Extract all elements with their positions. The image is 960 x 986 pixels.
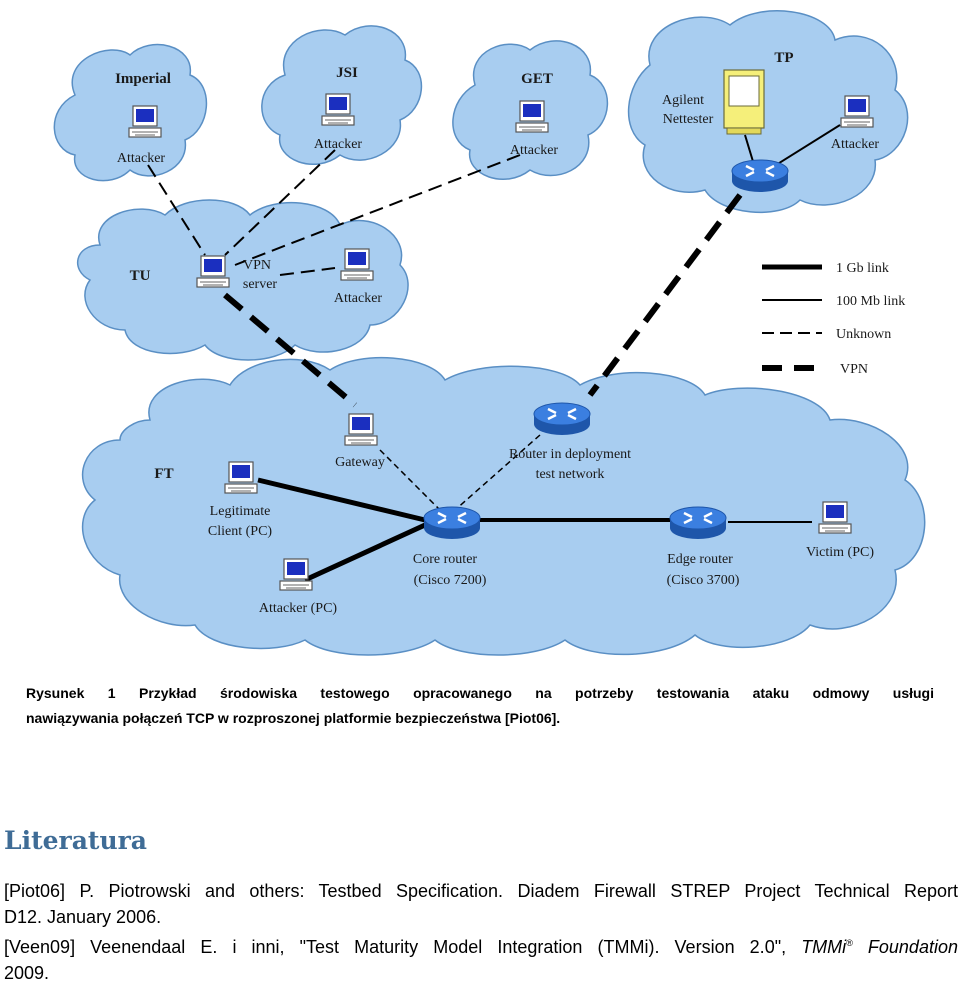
ft-attacker-pc-icon	[279, 558, 313, 591]
tp-router-icon	[730, 158, 790, 194]
jsi-attacker-label: Attacker	[314, 137, 363, 152]
cloud-label-ft: FT	[154, 466, 173, 482]
vpn-server-label-line1: VPN	[243, 258, 271, 273]
figure-caption-line2: nawiązywania połączeń TCP w rozproszonej…	[26, 710, 561, 726]
get-attacker-pc-icon	[515, 100, 549, 133]
deployment-router-label-line2: test network	[536, 467, 605, 482]
jsi-attacker-pc-icon	[321, 93, 355, 126]
reference-line: [Piot06] P. Piotrowski and others: Testb…	[4, 881, 958, 901]
agilent-nettester-icon	[723, 69, 765, 135]
agilent-label-line1: Agilent	[662, 93, 704, 108]
trademark-name: TMMi	[801, 937, 847, 957]
cloud-label-imperial: Imperial	[115, 71, 171, 87]
imperial-attacker-pc-icon	[128, 105, 162, 138]
legend-mb-link: 100 Mb link	[836, 294, 905, 309]
cloud-label-tp: TP	[774, 50, 793, 66]
reference-text: [Veen09] Veenendaal E. i inni, "Test Mat…	[4, 937, 787, 957]
legitimate-client-pc-icon	[224, 461, 258, 494]
agilent-label-line2: Nettester	[663, 112, 714, 127]
legend: 1 Gb link 100 Mb link Unknown VPN	[762, 261, 905, 377]
ft-attacker-label: Attacker (PC)	[259, 601, 337, 616]
victim-pc-icon	[818, 501, 852, 534]
section-heading: Literatura	[4, 826, 147, 855]
legitimate-client-label-line2: Client (PC)	[208, 524, 273, 539]
edge-router-icon	[668, 505, 728, 541]
cloud-imperial	[53, 43, 207, 182]
figure-caption-line1: Rysunek 1 Przykład środowiska testowego …	[26, 685, 934, 701]
registered-mark: ®	[846, 938, 853, 948]
victim-label: Victim (PC)	[806, 545, 874, 560]
cloud-tu	[76, 199, 409, 361]
legitimate-client-label-line1: Legitimate	[210, 504, 271, 519]
tp-attacker-pc-icon	[840, 95, 874, 128]
imperial-attacker-label: Attacker	[117, 151, 166, 166]
tu-attacker-pc-icon	[340, 248, 374, 281]
edge-router-label-line1: Edge router	[667, 552, 733, 567]
network-diagram: Imperial JSI GET TP TU FT Attacker Attac…	[53, 10, 926, 656]
cloud-tp	[627, 10, 909, 213]
deployment-router-label-line1: Router in deployment	[509, 447, 631, 462]
vpn-server-label-line2: server	[243, 277, 278, 292]
tu-attacker-label: Attacker	[334, 291, 383, 306]
reference-line: 2009.	[4, 963, 50, 983]
cloud-label-tu: TU	[130, 268, 151, 284]
legend-gb-link: 1 Gb link	[836, 261, 889, 276]
tp-attacker-label: Attacker	[831, 137, 880, 152]
deployment-router-icon	[532, 401, 592, 437]
edge-router-label-line2: (Cisco 3700)	[667, 573, 740, 588]
foundation-word: Foundation	[867, 937, 958, 957]
core-router-label-line2: (Cisco 7200)	[414, 573, 487, 588]
core-router-icon	[422, 505, 482, 541]
cloud-label-jsi: JSI	[336, 65, 358, 81]
links	[147, 124, 841, 583]
legend-vpn: VPN	[840, 362, 868, 377]
reference-list: [Piot06] P. Piotrowski and others: Testb…	[4, 878, 958, 986]
reference-item: [Veen09] Veenendaal E. i inni, "Test Mat…	[4, 930, 958, 986]
reference-item: [Piot06] P. Piotrowski and others: Testb…	[4, 878, 958, 930]
vpn-server-pc-icon	[196, 255, 230, 288]
get-attacker-label: Attacker	[510, 143, 559, 158]
reference-line: D12. January 2006.	[4, 907, 162, 927]
legend-unknown: Unknown	[836, 327, 891, 342]
reference-italic: TMMi® Foundation	[801, 937, 958, 957]
figure-caption: Rysunek 1 Przykład środowiska testowego …	[26, 681, 934, 731]
cloud-label-get: GET	[521, 71, 553, 87]
core-router-label-line1: Core router	[413, 552, 477, 567]
gateway-label: Gateway	[335, 455, 385, 470]
gateway-pc-icon	[344, 413, 378, 446]
reference-line: [Veen09] Veenendaal E. i inni, "Test Mat…	[4, 930, 958, 960]
